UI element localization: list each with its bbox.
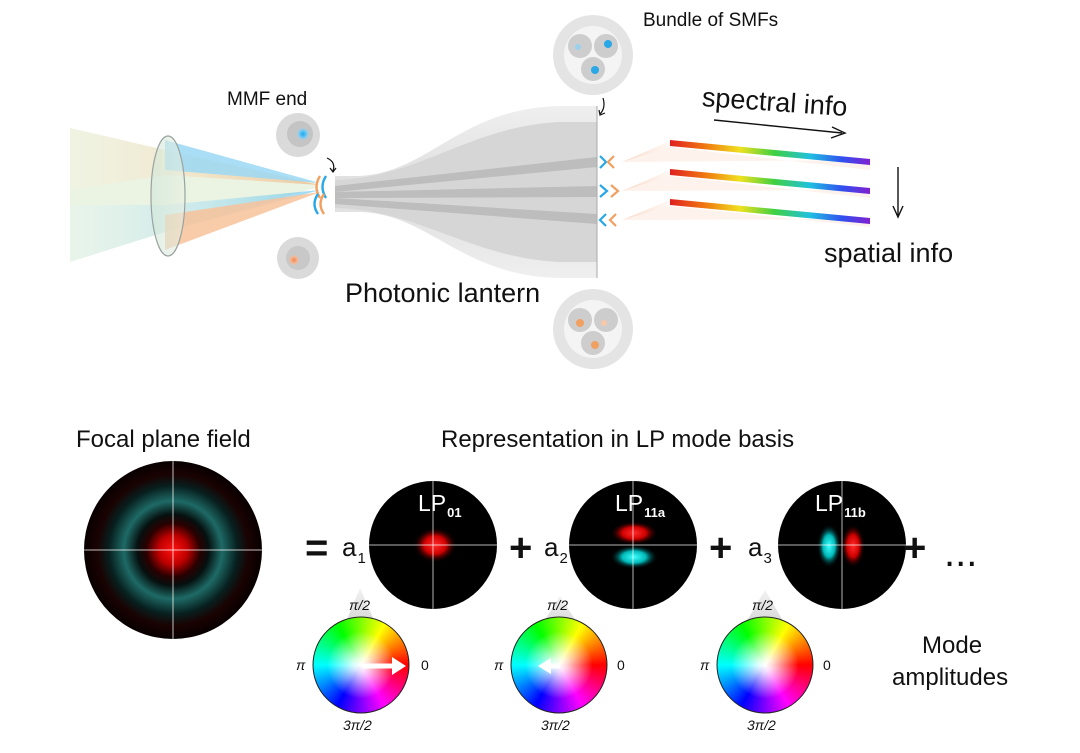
mmf-end-label: MMF end — [227, 89, 308, 110]
phase-dot-3 — [763, 663, 767, 667]
phase-label-bottom-1: 3π/2 — [343, 717, 372, 733]
phase-label-top-1: π/2 — [349, 597, 371, 613]
phase-label-top-3: π/2 — [752, 597, 774, 613]
mode-label-lp11a: LP11a — [615, 490, 666, 520]
smf-output-wavefronts — [598, 155, 620, 227]
mode-amplitudes-label-line1: Mode — [922, 632, 983, 659]
spectral-info-arrow — [713, 119, 847, 139]
plus-sign-2: + — [709, 526, 733, 570]
mode-label-lp11b: LP11b — [815, 490, 866, 520]
phase-wheel-1 — [312, 616, 410, 714]
ellipsis: ... — [944, 531, 978, 575]
smf-bundle-cross-section-blue — [553, 15, 633, 95]
phase-label-right-2: 0 — [617, 657, 625, 673]
phase-label-left-2: π — [494, 657, 504, 673]
focal-plane-field-title: Focal plane field — [76, 426, 251, 453]
spatial-info-arrow — [892, 167, 904, 219]
lens — [150, 135, 186, 257]
spatial-info-label: spatial info — [824, 238, 954, 268]
mmf-cross-section-blue — [276, 113, 320, 157]
coefficient-a1: a1 — [342, 532, 366, 567]
equals-sign: = — [305, 526, 329, 570]
coefficient-a3: a3 — [748, 532, 772, 567]
mode-image-lp01 — [369, 481, 497, 609]
representation-title: Representation in LP mode basis — [441, 426, 795, 453]
mode-image-lp11b — [778, 481, 906, 609]
mmf-pointer-arrow — [326, 157, 335, 172]
mode-amplitudes-label-line2: amplitudes — [892, 664, 1009, 691]
phase-label-right-3: 0 — [823, 657, 831, 673]
photonic-lantern-label: Photonic lantern — [345, 278, 541, 308]
plus-sign-3: + — [903, 526, 927, 570]
mode-label-lp01: LP01 — [418, 490, 462, 520]
photonic-lantern — [335, 106, 598, 278]
phase-label-top-2: π/2 — [547, 597, 569, 613]
input-beams — [70, 128, 320, 262]
phase-label-bottom-3: 3π/2 — [747, 717, 776, 733]
phase-wheel-3 — [716, 616, 814, 714]
phase-wheel-2 — [510, 616, 608, 714]
focal-plane-field-image — [84, 461, 262, 639]
coefficient-a2: a2 — [544, 532, 568, 567]
mmf-end-wavefronts — [313, 175, 328, 215]
phase-label-left-3: π — [700, 657, 710, 673]
plus-sign-1: + — [509, 526, 533, 570]
phase-label-right-1: 0 — [421, 657, 429, 673]
mmf-cross-section-orange — [277, 237, 319, 279]
spectra-stripes — [670, 140, 870, 224]
bundle-pointer-arrow — [599, 97, 605, 115]
spectral-fans — [622, 141, 870, 227]
phase-label-bottom-2: 3π/2 — [541, 717, 570, 733]
smf-bundle-label: Bundle of SMFs — [643, 10, 779, 31]
phase-label-left-1: π — [296, 657, 306, 673]
mode-image-lp11a — [569, 481, 697, 609]
smf-bundle-cross-section-orange — [553, 289, 633, 369]
